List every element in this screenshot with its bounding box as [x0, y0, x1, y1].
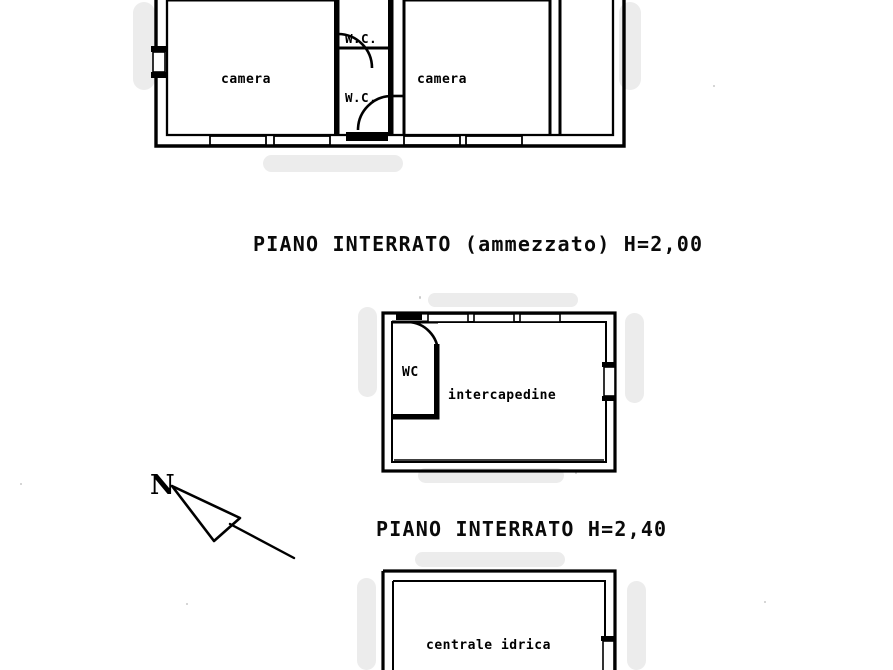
- scan-speck: [713, 85, 715, 87]
- scan-artifact-pill: [625, 313, 644, 403]
- scan-speck: [575, 472, 577, 474]
- plan-mezzanine: [150, 0, 630, 162]
- plan-mezzanine-drawing: [151, 0, 626, 148]
- compass-north-label: N: [150, 470, 175, 501]
- scan-artifact-pill: [415, 552, 565, 567]
- scan-artifact-pill: [627, 581, 646, 670]
- room-label-camera-right: camera: [417, 72, 467, 87]
- compass-arrow-glyph: [170, 484, 296, 560]
- plan-interstice: [380, 310, 620, 475]
- scan-artifact-pill: [428, 293, 578, 307]
- caption-piano-interrato-ammezzato: PIANO INTERRATO (ammezzato) H=2,00: [253, 232, 704, 256]
- plan-waterworks-drawing: [381, 569, 617, 670]
- scan-speck: [20, 483, 22, 485]
- room-label-wc-lower: W.C.: [345, 90, 378, 105]
- room-label-wc: WC: [402, 365, 419, 380]
- scan-artifact-pill: [263, 155, 403, 172]
- plan-waterworks: [380, 568, 620, 670]
- scan-speck: [186, 603, 188, 605]
- caption-piano-interrato: PIANO INTERRATO H=2,40: [376, 517, 668, 541]
- plan-interstice-drawing: [381, 311, 617, 473]
- scan-speck: [764, 601, 766, 603]
- room-label-wc-upper: W.C.: [345, 31, 378, 46]
- scan-speck: [419, 296, 421, 299]
- room-label-camera-left: camera: [221, 72, 271, 87]
- room-label-centrale-idrica: centrale idrica: [426, 638, 551, 653]
- scan-artifact-pill: [358, 307, 377, 397]
- compass-north-arrow: [170, 482, 310, 566]
- scan-artifact-pill: [133, 2, 155, 90]
- room-label-intercapedine: intercapedine: [448, 388, 557, 403]
- scan-artifact-pill: [357, 578, 376, 670]
